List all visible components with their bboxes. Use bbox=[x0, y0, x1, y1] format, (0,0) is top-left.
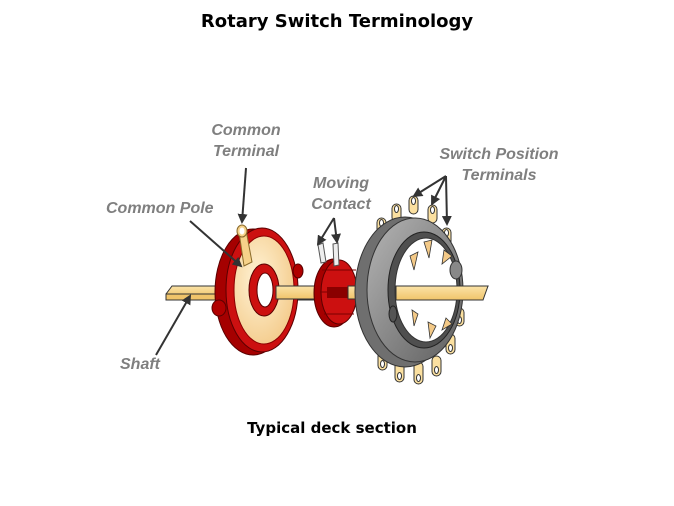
terminal-lug bbox=[408, 195, 419, 215]
label-common-pole: Common Pole bbox=[106, 200, 214, 217]
arrow-switch-terminal bbox=[412, 175, 447, 198]
deck-contact-clips bbox=[409, 239, 453, 340]
shaft-segment bbox=[275, 285, 317, 300]
label-moving-contact-line2: Contact bbox=[311, 196, 371, 213]
arrow-shaft bbox=[155, 294, 191, 356]
label-moving-contact: Moving Contact bbox=[302, 173, 380, 215]
label-switch-position-line1: Switch Position bbox=[439, 146, 559, 163]
moving-contact-spring bbox=[317, 242, 327, 264]
moving-contact-spring bbox=[332, 242, 340, 267]
label-common-terminal-line1: Common bbox=[211, 122, 281, 139]
label-common-terminal-line2: Terminal bbox=[212, 143, 280, 160]
label-moving-contact-line1: Moving bbox=[313, 175, 369, 192]
shaft-front bbox=[395, 285, 489, 301]
annotation-arrows bbox=[155, 167, 452, 356]
arrow-common-terminal bbox=[237, 167, 248, 224]
label-common-terminal: Common Terminal bbox=[200, 120, 292, 162]
arrow-common-pole bbox=[189, 220, 243, 268]
diagram-title: Rotary Switch Terminology bbox=[200, 11, 474, 32]
label-switch-position-terminals: Switch Position Terminals bbox=[428, 144, 570, 186]
terminal-lug bbox=[427, 204, 438, 224]
arrow-moving-contact bbox=[331, 217, 341, 244]
arrow-moving-contact bbox=[316, 217, 335, 246]
label-shaft: Shaft bbox=[120, 356, 160, 373]
arrow-switch-terminal bbox=[431, 175, 447, 206]
terminal-lug bbox=[413, 361, 424, 385]
diagram-caption: Typical deck section bbox=[247, 419, 417, 437]
common-pole-disk bbox=[211, 224, 304, 356]
label-switch-position-line2: Terminals bbox=[461, 167, 537, 184]
moving-contact-rotor bbox=[313, 242, 358, 328]
arrow-switch-terminal bbox=[441, 175, 452, 226]
terminal-lug bbox=[431, 355, 442, 377]
